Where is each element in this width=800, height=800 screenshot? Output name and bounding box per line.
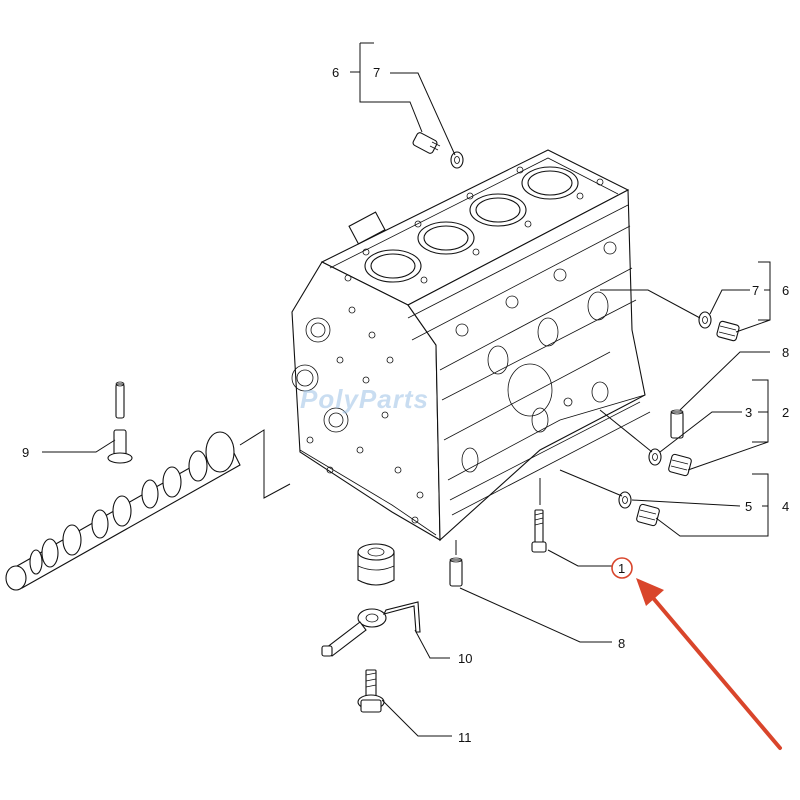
callout-3: 3 [745, 405, 752, 420]
callout-7-top: 7 [373, 65, 380, 80]
washer-icon [450, 151, 464, 169]
camshaft-icon [5, 431, 241, 591]
washer-icon [698, 311, 712, 329]
dowel-pin-icon [449, 557, 463, 587]
part-6-7-top [412, 132, 464, 169]
callout-6-top: 6 [332, 65, 339, 80]
bolt-icon [531, 509, 547, 553]
part-4-5 [618, 491, 660, 527]
bushing-icon [357, 543, 395, 586]
plug-icon [412, 132, 441, 154]
engine-block [291, 149, 651, 542]
part-6-7-right [698, 311, 740, 342]
washer-icon [618, 491, 632, 509]
plug-icon [716, 320, 740, 342]
oil-nozzle-icon [321, 601, 421, 657]
callout-1: 1 [618, 561, 625, 576]
tappet-icon [107, 381, 133, 464]
callout-9: 9 [22, 445, 29, 460]
highlight-arrow-icon [636, 578, 782, 750]
plug-icon [636, 503, 660, 527]
plug-icon [668, 453, 692, 477]
part-2-3 [648, 448, 692, 477]
washer-icon [648, 448, 662, 466]
dowel-pin-icon [670, 409, 684, 439]
callout-1-highlight-ring [611, 557, 633, 579]
watermark-logo: PolyParts [300, 384, 429, 414]
callout-8-right: 8 [782, 345, 789, 360]
callout-5: 5 [745, 499, 752, 514]
callout-6-right: 6 [782, 283, 789, 298]
callout-7-right: 7 [752, 283, 759, 298]
callout-10: 10 [458, 651, 472, 666]
callout-4: 4 [782, 499, 789, 514]
callout-11: 11 [458, 730, 472, 745]
callout-8-bottom: 8 [618, 636, 625, 651]
callout-2: 2 [782, 405, 789, 420]
bolt-icon [357, 669, 385, 713]
